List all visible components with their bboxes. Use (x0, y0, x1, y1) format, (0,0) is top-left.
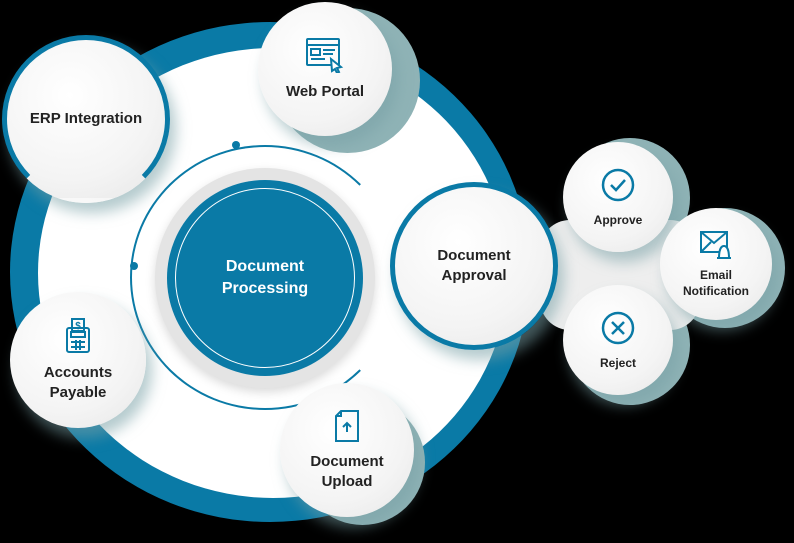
svg-text:$: $ (75, 321, 81, 332)
erp-label: ERP Integration (29, 110, 143, 127)
node-approve[interactable]: Approve (563, 142, 673, 252)
center-hub: Document Processing (155, 168, 375, 388)
accounts-payable-line2: Payable (49, 383, 107, 401)
web-portal-label: Web Portal (285, 82, 365, 100)
node-web-portal[interactable]: Web Portal (258, 2, 392, 136)
x-circle-icon (600, 310, 636, 351)
accounts-payable-line1: Accounts (43, 363, 113, 381)
document-upload-line2: Upload (321, 472, 373, 490)
center-disc: Document Processing (167, 180, 363, 376)
node-document-upload[interactable]: Document Upload (280, 383, 414, 517)
reject-label: Reject (599, 355, 637, 370)
center-label: Document Processing (222, 256, 308, 300)
email-line1: Email (699, 267, 732, 282)
browser-cursor-icon (305, 37, 345, 78)
node-reject[interactable]: Reject (563, 285, 673, 395)
inner-arc (130, 145, 400, 410)
node-document-approval[interactable]: Document Approval (390, 182, 558, 350)
document-approval-line2: Approval (441, 267, 507, 284)
calculator-dollar-icon: $ (65, 317, 91, 359)
center-label-line1: Document (225, 258, 305, 275)
file-upload-icon (334, 409, 360, 448)
envelope-bell-icon (699, 230, 733, 265)
arc-dot-left (130, 262, 138, 270)
document-upload-line1: Document (310, 452, 384, 470)
arc-dot-top (232, 141, 240, 149)
center-inner-line: Document Processing (175, 188, 355, 368)
node-accounts-payable[interactable]: $ Accounts Payable (10, 292, 146, 428)
center-label-line2: Processing (221, 280, 309, 297)
document-approval-line1: Document (437, 247, 511, 264)
email-line2: Notification (683, 283, 749, 298)
node-email-notification[interactable]: Email Notification (660, 208, 772, 320)
node-erp-integration[interactable]: ERP Integration (2, 35, 170, 203)
check-circle-icon (600, 167, 636, 208)
approve-label: Approve (593, 212, 643, 227)
